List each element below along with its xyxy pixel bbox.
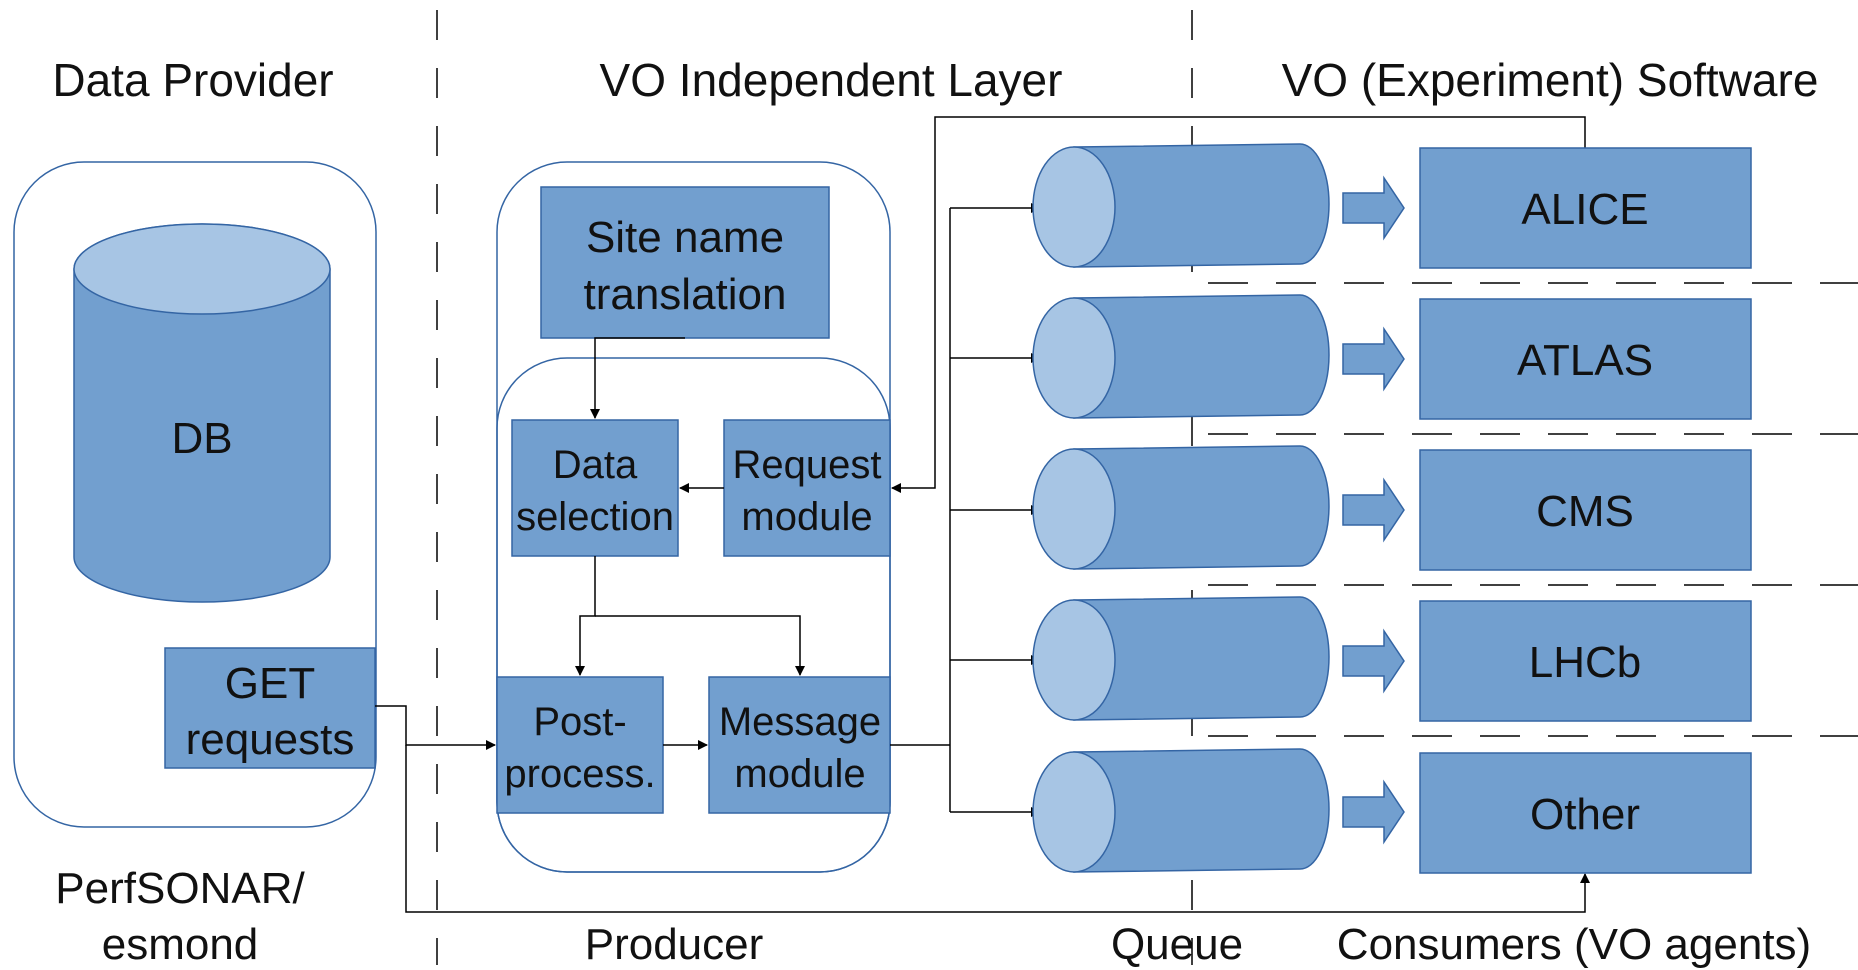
site-name-translation-label-line1: Site name xyxy=(586,213,784,262)
data-selection-box: Data selection xyxy=(511,419,679,557)
producer-label: Producer xyxy=(585,920,764,969)
db-cylinder xyxy=(73,223,331,603)
section-title-vo-independent-layer: VO Independent Layer xyxy=(600,54,1063,106)
queue-cylinder xyxy=(1032,143,1330,268)
data-selection-label-line1: Data xyxy=(553,443,638,487)
data-selection-label-line2: selection xyxy=(516,495,674,539)
db-label: DB xyxy=(171,414,232,463)
post-process-label-line1: Post- xyxy=(533,700,626,744)
queue-cylinder xyxy=(1032,596,1330,721)
queue-to-consumer-arrow xyxy=(1342,779,1405,845)
consumer-box-other: Other xyxy=(1419,752,1752,874)
message-module-label-line2: module xyxy=(734,752,865,796)
provider-producer-connectors xyxy=(375,705,1590,913)
consumer-label: ATLAS xyxy=(1517,336,1653,385)
queue-to-consumer-arrow xyxy=(1342,175,1405,241)
request-module-box: Request module xyxy=(723,419,891,557)
message-fanout-connectors xyxy=(890,203,1041,817)
perfsonar-label-line2: esmond xyxy=(102,920,259,969)
consumer-box-cms: CMS xyxy=(1419,449,1752,571)
section-title-data-provider: Data Provider xyxy=(52,54,333,106)
request-feedback-connector xyxy=(891,116,1586,493)
queue-cylinder xyxy=(1032,294,1330,419)
get-requests-label-line2: requests xyxy=(186,715,355,764)
get-requests-box: GET requests xyxy=(164,647,376,769)
consumer-label: CMS xyxy=(1536,487,1634,536)
queue-to-consumer-arrow xyxy=(1342,628,1405,694)
get-requests-label-line1: GET xyxy=(225,659,315,708)
message-module-label-line1: Message xyxy=(719,700,881,744)
request-module-label-line2: module xyxy=(741,495,872,539)
producer-connectors xyxy=(575,337,805,750)
site-name-translation-box: Site name translation xyxy=(540,186,830,339)
queue-cylinder xyxy=(1032,445,1330,570)
consumers-label: Consumers (VO agents) xyxy=(1337,920,1811,969)
perfsonar-label-line1: PerfSONAR/ xyxy=(55,864,305,913)
post-process-label-line2: process. xyxy=(504,752,655,796)
consumer-label: Other xyxy=(1530,790,1640,839)
queue-label: Queue xyxy=(1111,920,1243,969)
consumer-box-alice: ALICE xyxy=(1419,147,1752,269)
queue-to-consumer-arrow xyxy=(1342,326,1405,392)
data-provider-container xyxy=(13,161,377,828)
request-module-label-line1: Request xyxy=(733,443,882,487)
consumer-label: LHCb xyxy=(1529,638,1642,687)
producer-inner-container xyxy=(496,357,891,873)
consumer-label: ALICE xyxy=(1521,185,1648,234)
consumer-box-lhcb: LHCb xyxy=(1419,600,1752,722)
queue-to-consumer-arrow xyxy=(1342,477,1405,543)
site-name-translation-label-line2: translation xyxy=(583,270,786,319)
queue-cylinder xyxy=(1032,748,1330,873)
post-process-box: Post- process. xyxy=(496,676,664,814)
message-module-box: Message module xyxy=(708,676,891,814)
section-title-vo-software: VO (Experiment) Software xyxy=(1282,54,1819,106)
consumer-box-atlas: ATLAS xyxy=(1419,298,1752,420)
